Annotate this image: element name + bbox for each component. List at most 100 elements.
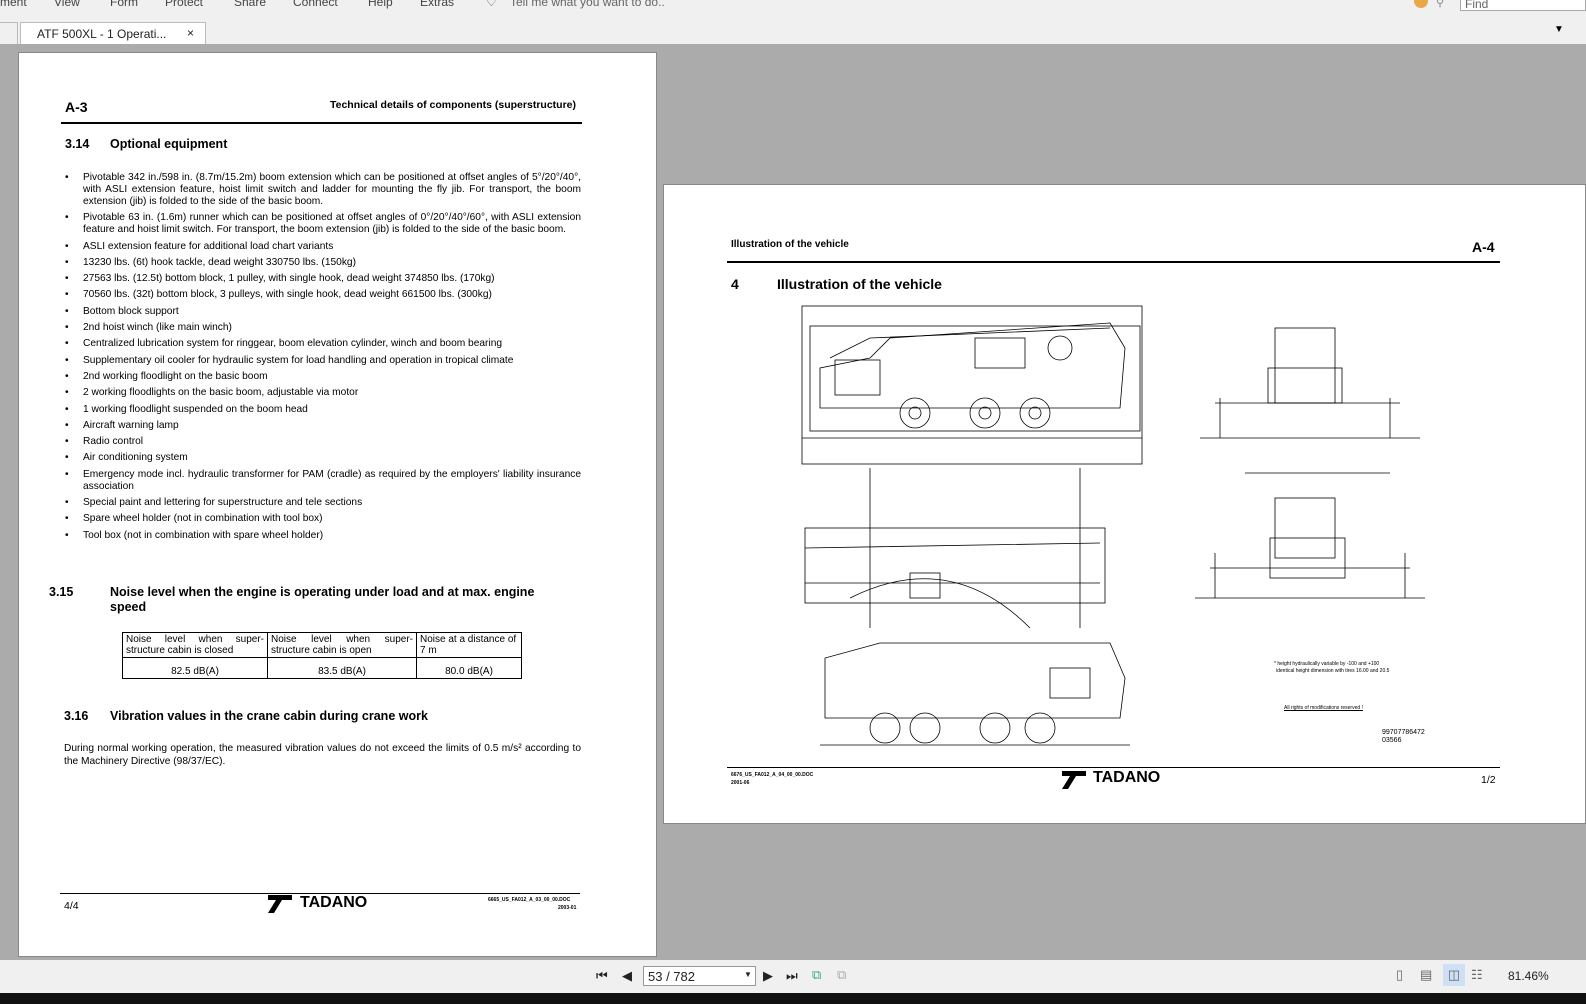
- zoom-level[interactable]: 81.46%: [1508, 969, 1549, 983]
- first-page-button[interactable]: ⏮: [596, 968, 608, 983]
- list-item: Air conditioning system: [65, 452, 581, 464]
- table-cell: 82.5 dB(A): [122, 657, 268, 679]
- footer-rule: [60, 893, 580, 894]
- search-doc-icon[interactable]: ⚲: [1436, 0, 1445, 9]
- menu-bar: ment View Form Protect Share Connect Hel…: [0, 0, 1586, 14]
- status-bar: ⏮ ◀ 53 / 782 ▼ ▶ ⏭ ⧉ ⧉ ▯ ▤ ◫ ☷ 81.46%: [0, 960, 1586, 993]
- rear-view-drawing: [1200, 327, 1420, 474]
- menu-connect[interactable]: Connect: [293, 0, 338, 9]
- page-id: A-4: [1472, 239, 1495, 255]
- find-input[interactable]: Find: [1460, 0, 1586, 11]
- reference-number: 99707786472: [1382, 729, 1425, 736]
- continuous-facing-icon[interactable]: ☷: [1471, 967, 1483, 982]
- tadano-logo-icon: [1062, 771, 1086, 789]
- height-note: * height hydraulically variable by -100 …: [1274, 661, 1380, 667]
- section-number: 3.16: [64, 709, 89, 723]
- facing-pages-icon[interactable]: ◫: [1443, 964, 1465, 986]
- list-item: Radio control: [65, 436, 581, 448]
- rights-note: All rights of modifications reserved !: [1284, 705, 1363, 711]
- section-title: Illustration of the vehicle: [777, 276, 942, 292]
- tadano-logo-text: TADANO: [1093, 769, 1161, 786]
- section-number: 3.14: [65, 137, 90, 151]
- list-item: Aircraft warning lamp: [65, 420, 581, 432]
- table-cell: 80.0 dB(A): [416, 657, 522, 679]
- page-id: A-3: [65, 99, 88, 115]
- doc-code: 6676_US_FA012_A_04_00_00.DOC: [731, 772, 814, 778]
- top-view-drawing: [804, 468, 1106, 629]
- tab-label: ATF 500XL - 1 Operati...: [37, 27, 167, 41]
- height-note-2: identical height dimension with tires 16…: [1276, 668, 1390, 674]
- previous-page-button[interactable]: ◀: [622, 968, 632, 983]
- lightbulb-icon: ♡: [486, 0, 497, 9]
- list-item: 13230 lbs. (6t) hook tackle, dead weight…: [65, 257, 581, 269]
- section-number: 3.15: [49, 585, 74, 599]
- menu-help[interactable]: Help: [368, 0, 393, 9]
- last-page-button[interactable]: ⏭: [786, 968, 798, 983]
- list-item: 27563 lbs. (12.5t) bottom block, 1 pulle…: [65, 273, 581, 285]
- menu-share[interactable]: Share: [234, 0, 267, 9]
- side-view-drawing: [801, 305, 1143, 465]
- section-number: 4: [731, 276, 739, 292]
- table-header: Noise level when super-structure cabin i…: [267, 632, 417, 658]
- previous-view-icon[interactable]: ⧉: [812, 967, 822, 982]
- list-item: Pivotable 63 in. (1.6m) runner which can…: [65, 212, 581, 236]
- menu-form[interactable]: Form: [110, 0, 138, 9]
- page-a4: [663, 184, 1586, 824]
- page-number: 4/4: [64, 900, 79, 912]
- list-item: Tool box (not in combination with spare …: [65, 530, 581, 542]
- front-view-drawing: [1195, 497, 1425, 599]
- optional-equipment-list: Pivotable 342 in./598 in. (8.7m/15.2m) b…: [65, 172, 581, 546]
- list-item: Centralized lubrication system for ringg…: [65, 338, 581, 350]
- list-item: 2 working floodlights on the basic boom,…: [65, 387, 581, 399]
- list-item: ASLI extension feature for additional lo…: [65, 241, 581, 253]
- chevron-down-icon[interactable]: ▼: [1554, 24, 1564, 35]
- noise-table: Noise level when super-structure cabin i…: [122, 632, 522, 679]
- table-header: Noise level when super-structure cabin i…: [122, 632, 268, 658]
- list-item: 1 working floodlight suspended on the bo…: [65, 404, 581, 416]
- header-rule: [727, 261, 1500, 263]
- vibration-text: During normal working operation, the mea…: [64, 743, 581, 767]
- menu-extras[interactable]: Extras: [420, 0, 455, 9]
- page-number-input[interactable]: 53 / 782 ▼: [643, 966, 756, 986]
- doc-date: 2003-01: [558, 905, 577, 911]
- crane-drawings: [801, 305, 1425, 746]
- single-page-icon[interactable]: ▯: [1396, 967, 1404, 982]
- list-item: Spare wheel holder (not in combination w…: [65, 513, 581, 525]
- next-page-button[interactable]: ▶: [763, 968, 773, 983]
- table-cell: 83.5 dB(A): [267, 657, 417, 679]
- page-number: 1/2: [1481, 774, 1496, 786]
- list-item: Bottom block support: [65, 306, 581, 318]
- taskbar-edge: [0, 993, 1586, 1004]
- header-title: Technical details of components (superst…: [329, 99, 576, 111]
- reference-code: 03566: [1382, 737, 1402, 744]
- menu-view[interactable]: View: [54, 0, 80, 9]
- chevron-down-icon[interactable]: ▼: [744, 970, 752, 979]
- tab-document[interactable]: ATF 500XL - 1 Operati... ×: [20, 22, 206, 44]
- list-item: Pivotable 342 in./598 in. (8.7m/15.2m) b…: [65, 172, 581, 208]
- section-title: Noise level when the engine is operating…: [110, 585, 535, 614]
- tab-previous[interactable]: [0, 22, 18, 44]
- tadano-logo-icon: [268, 895, 292, 913]
- doc-date: 2001-06: [731, 780, 750, 786]
- tell-me-input[interactable]: Tell me what you want to do..: [510, 0, 665, 9]
- section-title: Optional equipment: [110, 137, 228, 151]
- table-header: Noise at a distance of 7 m: [416, 632, 522, 658]
- tadano-logo-text: TADANO: [300, 894, 368, 911]
- next-view-icon[interactable]: ⧉: [837, 967, 847, 982]
- tab-bar: ATF 500XL - 1 Operati... × ▼: [0, 14, 1586, 44]
- close-icon[interactable]: ×: [187, 26, 195, 40]
- list-item: 2nd hoist winch (like main winch): [65, 322, 581, 334]
- list-item: Supplementary oil cooler for hydraulic s…: [65, 355, 581, 367]
- header-title: Illustration of the vehicle: [731, 239, 849, 250]
- section-title: Vibration values in the crane cabin duri…: [110, 709, 428, 723]
- list-item: Emergency mode incl. hydraulic transform…: [65, 469, 581, 493]
- continuous-page-icon[interactable]: ▤: [1420, 967, 1433, 982]
- menu-protect[interactable]: Protect: [165, 0, 204, 9]
- page-number-value: 53 / 782: [648, 969, 695, 984]
- menu-document[interactable]: ment: [0, 0, 27, 9]
- list-item: Special paint and lettering for superstr…: [65, 497, 581, 509]
- shield-icon[interactable]: [1414, 0, 1428, 8]
- list-item: 2nd working floodlight on the basic boom: [65, 371, 581, 383]
- list-item: 70560 lbs. (32t) bottom block, 3 pulleys…: [65, 289, 581, 301]
- header-rule: [61, 122, 582, 124]
